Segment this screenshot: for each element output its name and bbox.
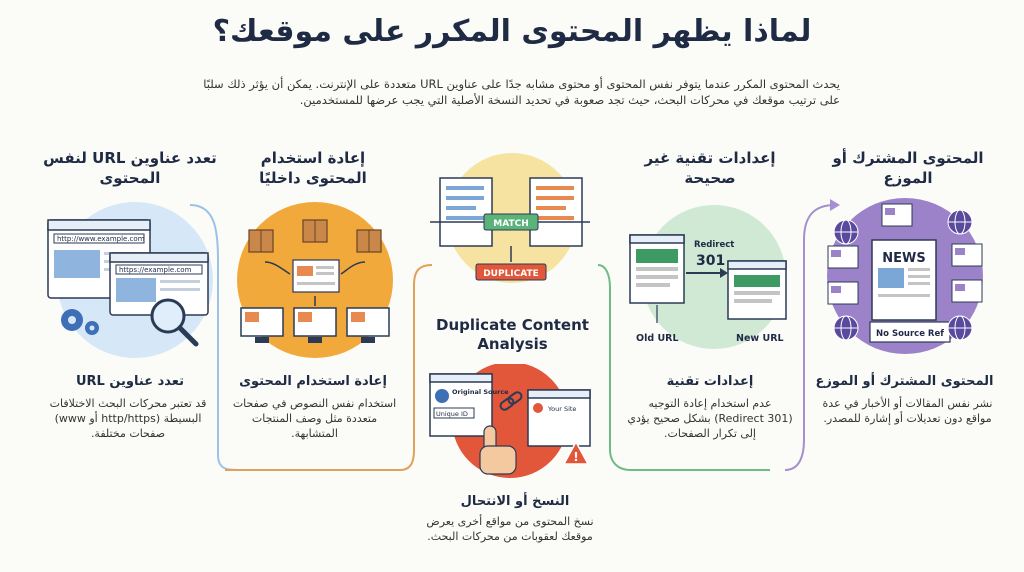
new-url-label: New URL bbox=[736, 333, 784, 344]
match-label: MATCH bbox=[493, 219, 529, 229]
scraping-subtitle: النسخ أو الانتحال bbox=[460, 494, 570, 509]
warning-icon bbox=[562, 440, 590, 465]
mini-page-icon bbox=[951, 243, 983, 267]
syndicated-heading: المحتوى المشترك أو الموزع bbox=[832, 149, 984, 187]
box-icon bbox=[248, 229, 274, 253]
your-site-window: Your Site bbox=[527, 389, 591, 447]
box-icon bbox=[356, 229, 382, 253]
monitor-icon bbox=[293, 307, 337, 343]
scraping-illustration: Original Source Unique ID Your Site ! bbox=[429, 364, 591, 478]
multiple-urls-heading: تعدد عناوين URL لنفس المحتوى bbox=[43, 149, 217, 187]
internal-reuse-heading: إعادة استخدام المحتوى داخليًا bbox=[259, 149, 367, 187]
technical-heading: إعدادات تقنية غير صحيحة bbox=[644, 149, 776, 187]
original-source-label: Original Source bbox=[452, 388, 509, 396]
box-icon bbox=[302, 219, 328, 243]
old-url-label: Old URL bbox=[636, 333, 679, 344]
page-title: لماذا يظهر المحتوى المكرر على موقعك؟ bbox=[212, 14, 812, 49]
multiple-urls-description: قد تعتبر محركات البحث الاختلافات البسيطة… bbox=[49, 397, 207, 440]
syndicated-subtitle: المحتوى المشترك أو الموزع bbox=[815, 374, 994, 389]
news-label: NEWS bbox=[882, 251, 925, 266]
mini-page-icon bbox=[827, 245, 859, 269]
internal-reuse-illustration bbox=[237, 202, 393, 358]
url-text-2: https://example.com bbox=[119, 266, 192, 274]
document-icon bbox=[292, 259, 340, 293]
browser-window-icon: https://example.com bbox=[109, 252, 209, 316]
globe-icon bbox=[947, 315, 973, 341]
hand-cursor-icon bbox=[479, 425, 517, 475]
globe-icon bbox=[435, 389, 449, 403]
multiple-urls-subtitle: تعدد عناوين URL bbox=[75, 374, 185, 389]
internal-reuse-description: استخدام نفس النصوص في صفحات متعددة مثل و… bbox=[232, 397, 397, 440]
document-icon bbox=[529, 177, 583, 247]
no-source-label: No Source Ref bbox=[876, 329, 944, 339]
unique-id-label: Unique ID bbox=[436, 410, 468, 418]
redirect-code: 301 bbox=[696, 253, 725, 269]
scraping-description: نسخ المحتوى من مواقع أخرى يعرض موقعك لعق… bbox=[426, 515, 594, 543]
source-window: Original Source Unique ID bbox=[429, 373, 509, 437]
your-site-label: Your Site bbox=[547, 405, 576, 413]
mini-page-icon bbox=[881, 203, 913, 227]
analysis-title: Duplicate Content Analysis bbox=[436, 316, 589, 353]
new-page-window bbox=[727, 260, 787, 320]
old-page-window bbox=[629, 234, 685, 304]
monitor-icon bbox=[346, 307, 390, 343]
technical-subtitle: إعدادات تقنية bbox=[666, 374, 754, 389]
monitor-icon bbox=[240, 307, 284, 343]
duplicate-match-illustration: MATCH DUPLICATE bbox=[430, 153, 590, 283]
document-icon bbox=[439, 177, 493, 247]
syndicated-description: نشر نفس المقالات أو الأخبار في عدة مواقع… bbox=[822, 397, 993, 425]
syndicated-illustration: NEWS No Source Ref bbox=[827, 198, 983, 354]
redirect-label: Redirect bbox=[694, 240, 734, 250]
globe-icon bbox=[833, 219, 859, 245]
url-text-1: http://www.example.com bbox=[57, 235, 145, 243]
gear-icon bbox=[61, 309, 99, 335]
mini-page-icon bbox=[827, 281, 859, 305]
globe-icon bbox=[833, 315, 859, 341]
link-icon bbox=[499, 391, 523, 411]
arrow-right-icon bbox=[720, 268, 728, 278]
intro-text: يحدث المحتوى المكرر عندما يتوفر نفس المح… bbox=[203, 77, 840, 107]
svg-text:!: ! bbox=[573, 450, 578, 464]
internal-reuse-subtitle: إعادة استخدام المحتوى bbox=[239, 374, 387, 389]
technical-illustration: Redirect 301 Old URL New URL bbox=[629, 205, 787, 349]
technical-description: عدم استخدام إعادة التوجيه (Redirect 301)… bbox=[627, 397, 793, 440]
magnifier-icon bbox=[150, 298, 199, 347]
duplicate-label: DUPLICATE bbox=[483, 269, 539, 279]
newspaper-icon: NEWS bbox=[871, 239, 937, 321]
mini-page-icon bbox=[951, 279, 983, 303]
globe-icon bbox=[947, 209, 973, 235]
multiple-urls-illustration: http://www.example.com https://example.c… bbox=[47, 202, 213, 358]
